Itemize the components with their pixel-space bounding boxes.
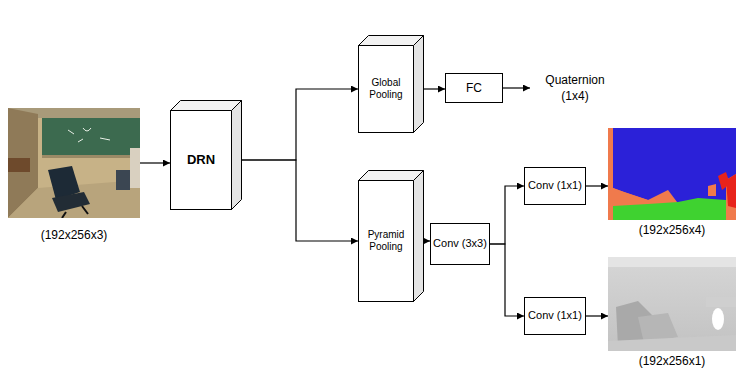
process-box: Conv (3x3)	[430, 223, 490, 265]
box-label: Conv (1x1)	[528, 309, 582, 322]
process-box: Conv (1x1)	[524, 167, 586, 205]
output-label: Quaternion (1x4)	[533, 72, 617, 104]
size-caption: (192x256x4)	[588, 223, 743, 237]
process-box: Conv (1x1)	[524, 297, 586, 335]
box-label: Conv (3x3)	[433, 237, 487, 250]
output-arrow	[503, 87, 530, 88]
image-illustration	[608, 257, 736, 351]
flow-arrow	[490, 186, 524, 244]
layer-block: DRN	[170, 110, 232, 210]
layer-block: Global Pooling	[358, 45, 414, 133]
flow-arrow	[586, 315, 608, 316]
flow-arrow	[242, 89, 358, 160]
layer-block: Pyramid Pooling	[358, 180, 414, 302]
flow-arrow	[140, 162, 170, 163]
flow-arrow	[490, 244, 524, 316]
process-box: FC	[445, 73, 503, 103]
image-panel: (192x256x3)	[8, 108, 140, 218]
flow-arrow	[424, 88, 445, 89]
size-caption: (192x256x3)	[0, 228, 160, 242]
box-label: DRN	[187, 152, 215, 168]
box-label: FC	[466, 81, 482, 95]
box-label: Pyramid Pooling	[359, 229, 413, 253]
image-illustration	[608, 128, 736, 220]
flow-arrow	[586, 185, 608, 186]
image-illustration	[8, 108, 140, 218]
flow-arrow	[242, 160, 358, 241]
image-panel: (192x256x4)	[608, 128, 736, 220]
box-label: Conv (1x1)	[528, 179, 582, 192]
box-label: Global Pooling	[359, 77, 413, 101]
size-caption: (192x256x1)	[588, 354, 743, 368]
image-panel: (192x256x1)	[608, 257, 736, 351]
